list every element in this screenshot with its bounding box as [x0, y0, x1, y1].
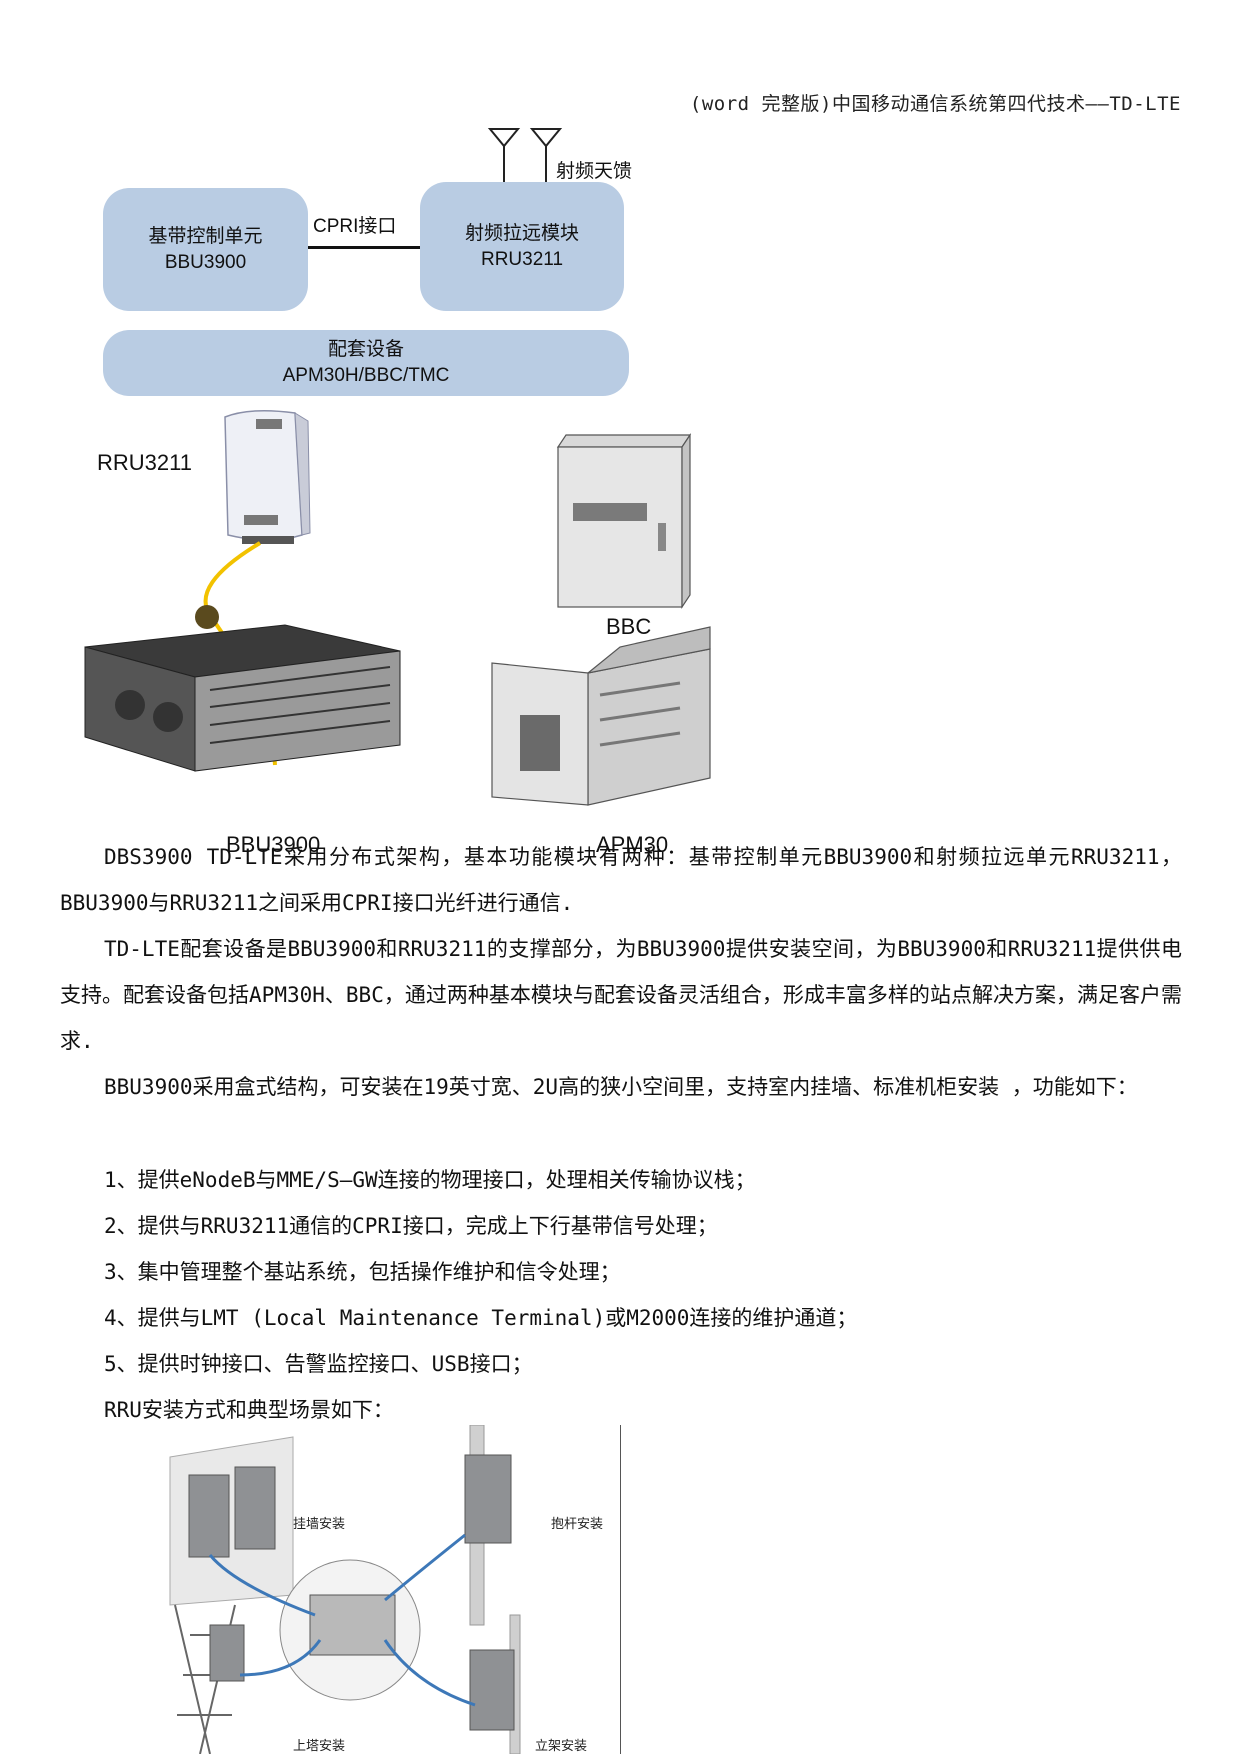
bbu-box-title: 基带控制单元: [148, 225, 263, 247]
tower-mount-label: 上塔安装: [293, 1738, 346, 1753]
support-box-title: 配套设备: [327, 339, 404, 360]
support-box-models: APM30H/BBC/TMC: [282, 365, 450, 386]
rru-unit-image: [224, 410, 311, 544]
paragraph-bbu-structure: BBU3900采用盒式结构，可安装在19英寸宽、2U高的狭小空间里，支持室内挂墙…: [104, 1075, 1138, 1099]
cpri-link-line: [308, 246, 420, 249]
cpri-link-label: CPRI接口: [313, 216, 397, 237]
install-scenes-drawing: [169, 1425, 521, 1754]
fiber-connector: [195, 605, 219, 629]
bbu-rack-image: [84, 624, 401, 772]
antenna-icon: [487, 128, 563, 182]
pole-mount-label: 抱杆安装: [551, 1516, 604, 1531]
equipment-drawing: [84, 410, 711, 806]
rru-box-title: 射频拉远模块: [464, 222, 579, 244]
paragraph-support-equipment: TD-LTE配套设备是BBU3900和RRU3211的支撑部分，为BBU3900…: [60, 937, 1182, 1053]
wall-mount-label: 挂墙安装: [293, 1516, 346, 1531]
apm30-cabinet-image: [491, 626, 711, 806]
bbc-image-label: BBC: [606, 614, 652, 639]
apm30-image-label: APM30: [596, 832, 669, 857]
rru-install-intro: RRU安装方式和典型场景如下：: [104, 1398, 394, 1422]
list-item: 5、提供时钟接口、告警监控接口、USB接口；: [104, 1352, 533, 1376]
support-equipment-box: 配套设备 APM30H/BBC/TMC: [103, 330, 629, 396]
list-item: 4、提供与LMT (Local Maintenance Terminal)或M2…: [104, 1306, 858, 1330]
rru-install-scenes-image: 挂墙安装 抱杆安装 上塔安装 立架安装: [115, 1425, 621, 1754]
antenna-label: 射频天馈: [556, 161, 633, 182]
list-item: 1、提供eNodeB与MME/S—GW连接的物理接口，处理相关传输协议栈；: [104, 1168, 756, 1192]
page-header: (word 完整版)中国移动通信系统第四代技术——TD-LTE: [689, 93, 1181, 115]
bbu-box-model: BBU3900: [164, 251, 247, 273]
bbc-cabinet-image: [556, 433, 692, 609]
rru-box: 射频拉远模块 RRU3211: [420, 182, 624, 311]
stand-mount-label: 立架安装: [535, 1738, 588, 1753]
list-item: 3、集中管理整个基站系统，包括操作维护和信令处理；: [104, 1260, 621, 1284]
paragraph-architecture: DBS3900 TD-LTE采用分布式架构，基本功能模块有两种：基带控制单元BB…: [60, 845, 1182, 915]
list-item: 2、提供与RRU3211通信的CPRI接口，完成上下行基带信号处理；: [104, 1214, 718, 1238]
rru-image-label: RRU3211: [97, 450, 192, 475]
bbu-box: 基带控制单元 BBU3900: [103, 188, 308, 311]
bbu-image-label: BBU3900: [226, 832, 321, 857]
rru-box-model: RRU3211: [480, 248, 564, 270]
